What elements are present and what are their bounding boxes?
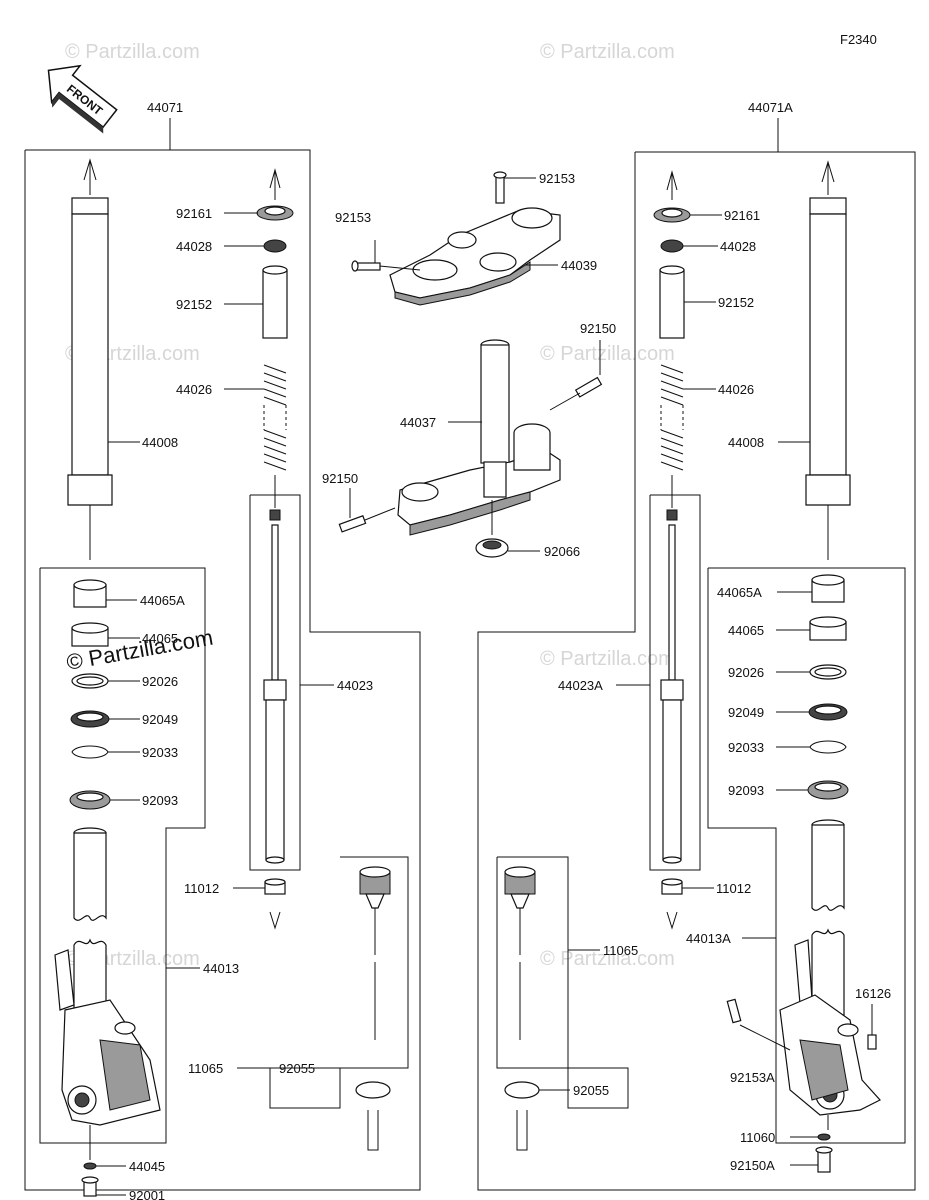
part-11065-left	[355, 866, 391, 1151]
part-44008-left	[67, 158, 113, 560]
part-44023A-right	[660, 475, 684, 864]
label-44039: 44039	[561, 258, 597, 273]
part-92153-top-bolt	[493, 171, 507, 204]
left-cap-spring-stack	[256, 168, 294, 471]
label-92049-left: 92049	[142, 712, 178, 727]
label-11012-left: 11012	[184, 881, 219, 896]
label-44013-left: 44013	[203, 961, 239, 976]
label-92150A: 92150A	[730, 1158, 775, 1173]
part-92066-bearing	[475, 538, 509, 558]
label-92049-right: 92049	[728, 705, 764, 720]
part-44039-top-bridge	[389, 207, 561, 306]
label-44071A: 44071A	[748, 100, 793, 115]
part-92150-right-bolt	[549, 376, 603, 411]
part-16126-bleed	[867, 1004, 877, 1050]
label-92161-right: 92161	[724, 208, 760, 223]
label-11065-right: 11065	[603, 943, 638, 958]
label-44065-right: 44065	[728, 623, 764, 638]
label-92026-left: 92026	[142, 674, 178, 689]
label-11012-right: 11012	[716, 881, 751, 896]
left-fork-assembly-frame	[24, 118, 421, 1191]
label-44065A-left: 44065A	[140, 593, 185, 608]
svg-text:© Partzilla.com: © Partzilla.com	[540, 948, 675, 970]
part-92150A-bolt	[815, 1146, 833, 1173]
label-92153-side: 92153	[335, 210, 371, 225]
label-92152-left: 92152	[176, 297, 212, 312]
label-11060: 11060	[740, 1130, 775, 1145]
right-fork-assembly-frame	[477, 118, 916, 1191]
label-92153-top: 92153	[539, 171, 575, 186]
label-92161-left: 92161	[176, 206, 212, 221]
label-92033-left: 92033	[142, 745, 178, 760]
leader-lines	[96, 177, 818, 1196]
svg-text:© Partzilla.com: © Partzilla.com	[540, 41, 675, 63]
part-92153-side-bolt	[351, 260, 421, 272]
label-44037: 44037	[400, 415, 436, 430]
label-44026-left: 44026	[176, 382, 212, 397]
watermarks: © Partzilla.com © Partzilla.com © Partzi…	[65, 41, 675, 970]
part-labels: 92161 44028 92152 44026 44008 44065A 440…	[129, 171, 891, 1200]
label-92055-right: 92055	[573, 1083, 609, 1098]
figure-code: F2340	[840, 32, 877, 47]
label-92055-left: 92055	[279, 1061, 315, 1076]
label-92093-left: 92093	[142, 793, 178, 808]
label-92150-right: 92150	[580, 321, 616, 336]
label-44008-left: 44008	[142, 435, 178, 450]
right-cap-spring-stack	[653, 170, 691, 471]
label-44026-right: 44026	[718, 382, 754, 397]
label-92026-right: 92026	[728, 665, 764, 680]
label-92066: 92066	[544, 544, 580, 559]
label-92152-right: 92152	[718, 295, 754, 310]
label-44065A-right: 44065A	[717, 585, 762, 600]
part-44013-left	[54, 827, 161, 1160]
label-44028-right: 44028	[720, 239, 756, 254]
label-92001: 92001	[129, 1188, 165, 1200]
part-44045-washer	[83, 1162, 97, 1170]
svg-text:© Partzilla.com: © Partzilla.com	[540, 648, 675, 670]
svg-text:© Partzilla.com: © Partzilla.com	[540, 343, 675, 365]
part-92153A-bolt	[726, 998, 791, 1051]
label-92150-left: 92150	[322, 471, 358, 486]
label-92093-right: 92093	[728, 783, 764, 798]
left-bushing-stack	[69, 579, 111, 810]
part-44023-left	[263, 475, 287, 864]
svg-text:© Partzilla.com: © Partzilla.com	[65, 41, 200, 63]
front-arrow-icon: FRONT	[47, 64, 118, 134]
label-11065-left: 11065	[188, 1061, 223, 1076]
label-44065-left: 44065	[142, 631, 178, 646]
part-44008-right	[805, 160, 851, 560]
part-11012-left	[264, 878, 286, 930]
label-44023A-right: 44023A	[558, 678, 603, 693]
part-11012-right	[661, 878, 683, 930]
part-92150-left-bolt	[338, 507, 396, 533]
label-92153A: 92153A	[730, 1070, 775, 1085]
label-44008-right: 44008	[728, 435, 764, 450]
label-44045: 44045	[129, 1159, 165, 1174]
part-11060-washer	[817, 1133, 831, 1141]
part-44037-stem	[397, 339, 561, 536]
right-bushing-stack	[807, 574, 849, 800]
label-44071: 44071	[147, 100, 183, 115]
label-44028-left: 44028	[176, 239, 212, 254]
part-11065-right	[504, 866, 540, 1151]
part-92001-bolt	[81, 1176, 99, 1197]
label-16126: 16126	[855, 986, 891, 1001]
label-92033-right: 92033	[728, 740, 764, 755]
part-44013A-right	[779, 819, 881, 1130]
label-44013A-right: 44013A	[686, 931, 731, 946]
label-44023-left: 44023	[337, 678, 373, 693]
